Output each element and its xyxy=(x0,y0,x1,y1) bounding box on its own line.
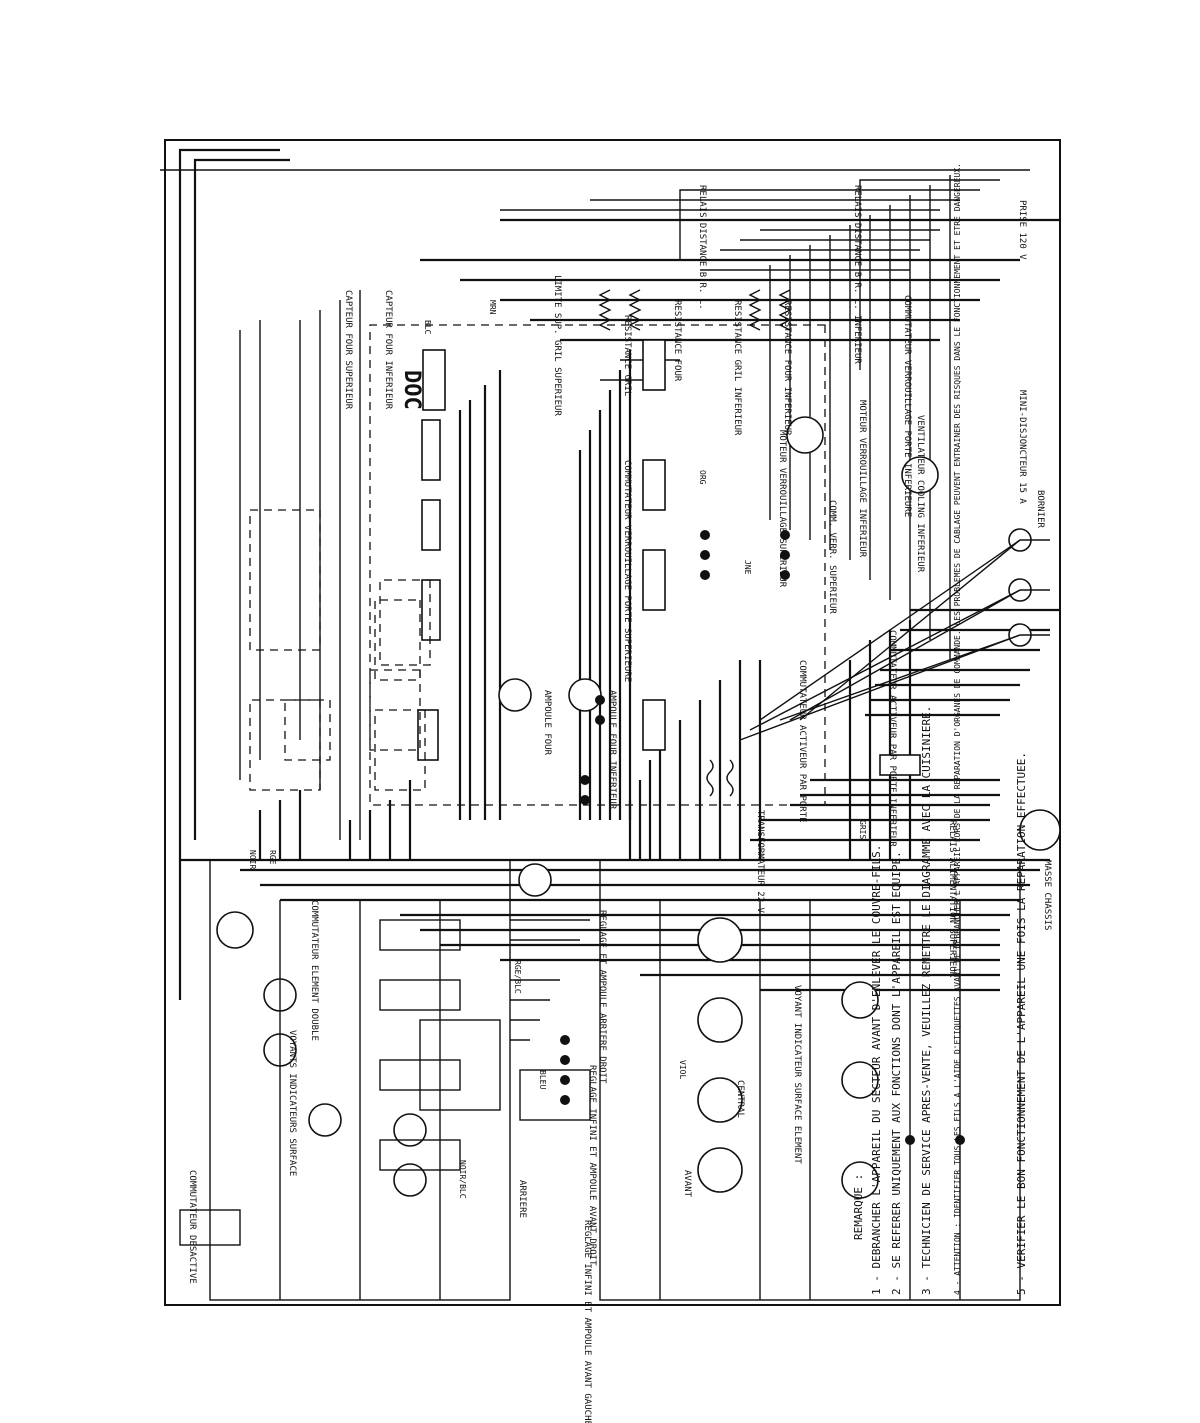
label-comm-desactive: COMMUTATEUR DESACTIVE xyxy=(187,1170,197,1284)
label-relais-inf: RELAIS DISTANCE B.R. L. INFERIEUR xyxy=(852,185,862,364)
label-comm-porte-sup: COMM. VERR. SUPERIEUR xyxy=(827,500,837,614)
label-ampoule-inf: AMPOULE FOUR INFERIEUR xyxy=(607,690,617,810)
wire-tag: BLEU xyxy=(538,1070,547,1089)
label-prise: PRISE 120 V xyxy=(1017,200,1027,260)
label-comm-porte-inf: COMMUTATEUR ACTIVEUR PAR PORTE INFERIEUR xyxy=(887,630,897,847)
label-comm-element: COMMUTATEUR ELEMENT DOUBLE xyxy=(309,900,319,1041)
label-capteur-sup: CAPTEUR FOUR SUPERIEUR xyxy=(343,290,353,410)
wire-tag: RGE/BLC xyxy=(513,960,522,994)
label-comm-porte: COMMUTATEUR ACTIVEUR PAR PORTE xyxy=(797,660,807,823)
doc-relays xyxy=(249,509,431,791)
label-res-gril: RESISTANCE GRIL xyxy=(622,315,632,396)
label-res-gril-inf: RESISTANCE GRIL INFERIEUR xyxy=(732,300,742,436)
wire-tag: NOIR xyxy=(248,850,257,869)
label-relais-sup: RELAIS DISTANCE B.R. L. xyxy=(697,185,707,310)
wire-tag: JNE xyxy=(743,560,752,575)
label-arriere: ARRIERE xyxy=(517,1180,527,1218)
label-voyants: VOYANTS INDICATEURS SURFACE xyxy=(287,1030,297,1176)
label-verrou-inf: COMMUTATEUR VERROUILLAGE PORTE INFERIEUR… xyxy=(902,295,912,517)
label-verrou-sup: COMMUTATEUR VERROUILLAGE PORTE SUPERIEUR… xyxy=(622,460,632,682)
bornier-fan xyxy=(739,539,1050,741)
label-reg-ad: REGLAGE INFINI ET AMPOULE AVANT DROIT xyxy=(587,1065,597,1266)
connector-blocks xyxy=(417,339,921,776)
wire-tag: GRIS xyxy=(858,820,867,839)
burner-switches xyxy=(179,859,1021,1301)
wire-tag: VIOL xyxy=(678,1060,687,1079)
wire-tag: BLC xyxy=(423,320,432,335)
label-reg-ag: REGLAGE INFINI ET AMPOULE AVANT GAUCHE xyxy=(582,1220,592,1423)
lamps-motors xyxy=(216,416,1061,1199)
note-item: 5 - VERIFIER LE BON FONCTIONNEMENT DE L'… xyxy=(1015,752,1028,1295)
label-central: CENTRAL xyxy=(735,1080,745,1118)
label-bornier: BORNIER xyxy=(1035,490,1045,529)
heating-elements xyxy=(598,289,792,331)
label-capteur-inf: CAPTEUR FOUR INFERIEUR xyxy=(383,290,393,410)
wire-tag: NOIR/BLC xyxy=(458,1160,467,1199)
note-item: 2 - SE REFERER UNIQUEMENT AUX FONCTIONS … xyxy=(890,851,903,1295)
notes-block: REMARQUE : 1 - DEBRANCHER L'APPAREIL DU … xyxy=(852,163,1028,1295)
label-masse: MASSE CHASSIS xyxy=(1042,860,1052,930)
note-item: 4 - ATTENTION : IDENTIFIER TOUS LES FILS… xyxy=(953,163,962,1295)
wire-tag: ORG xyxy=(698,470,707,485)
label-moteur-sup: MOTEUR VERROUILLAGE SUPERIEUR xyxy=(777,430,787,588)
wire-bundle-top xyxy=(160,169,1030,840)
label-reg-ard: REGLAGE ET AMPOULE ARRIERE DROIT xyxy=(597,910,607,1084)
label-relais-alim: RELAIS ALIMENTATION SUPERIEUR xyxy=(947,820,957,978)
label-voyant-ind: VOYANT INDICATEUR SURFACE ELEMENT xyxy=(792,985,802,1164)
doc-board-outline xyxy=(369,324,826,806)
label-ventilateur: VENTILATEUR COOLING INFERIEUR xyxy=(915,415,925,573)
label-ampoule-four: AMPOULE FOUR xyxy=(542,690,552,756)
wire-tag: MRN xyxy=(488,300,497,315)
label-disjoncteur: MINI-DISJONCTEUR 15 A xyxy=(1017,390,1027,504)
label-res-four: RESISTANCE FOUR xyxy=(672,300,682,382)
doc-title: DOC xyxy=(399,370,424,410)
wire-code-tags: NOIR RGE BLC ORG JNE BLEU VIOL MRN NOIR/… xyxy=(248,300,867,1199)
label-res-four-inf: RESISTANCE FOUR INFERIEUR xyxy=(782,300,792,436)
transformer xyxy=(706,756,734,810)
note-item: 3 - TECHNICIEN DE SERVICE APRES-VENTE, V… xyxy=(920,706,933,1295)
notes-heading: REMARQUE : xyxy=(852,1174,865,1240)
label-transfo: TRANSFORMATEUR 22 V xyxy=(755,810,765,914)
label-limite-gril: LIMITE SUP. GRIL SUPERIEUR xyxy=(552,275,562,416)
diagram-labels: CAPTEUR FOUR SUPERIEUR CAPTEUR FOUR INFE… xyxy=(187,185,1052,1423)
label-avant: AVANT xyxy=(682,1170,692,1198)
terminal-dots xyxy=(560,530,965,1145)
label-moteur-inf: MOTEUR VERROUILLAGE INFERIEUR xyxy=(857,400,867,558)
wire-tag: RGE xyxy=(268,850,277,865)
note-item: 1 - DEBRANCHER L'APPAREIL DU SECTEUR AVA… xyxy=(870,845,883,1295)
